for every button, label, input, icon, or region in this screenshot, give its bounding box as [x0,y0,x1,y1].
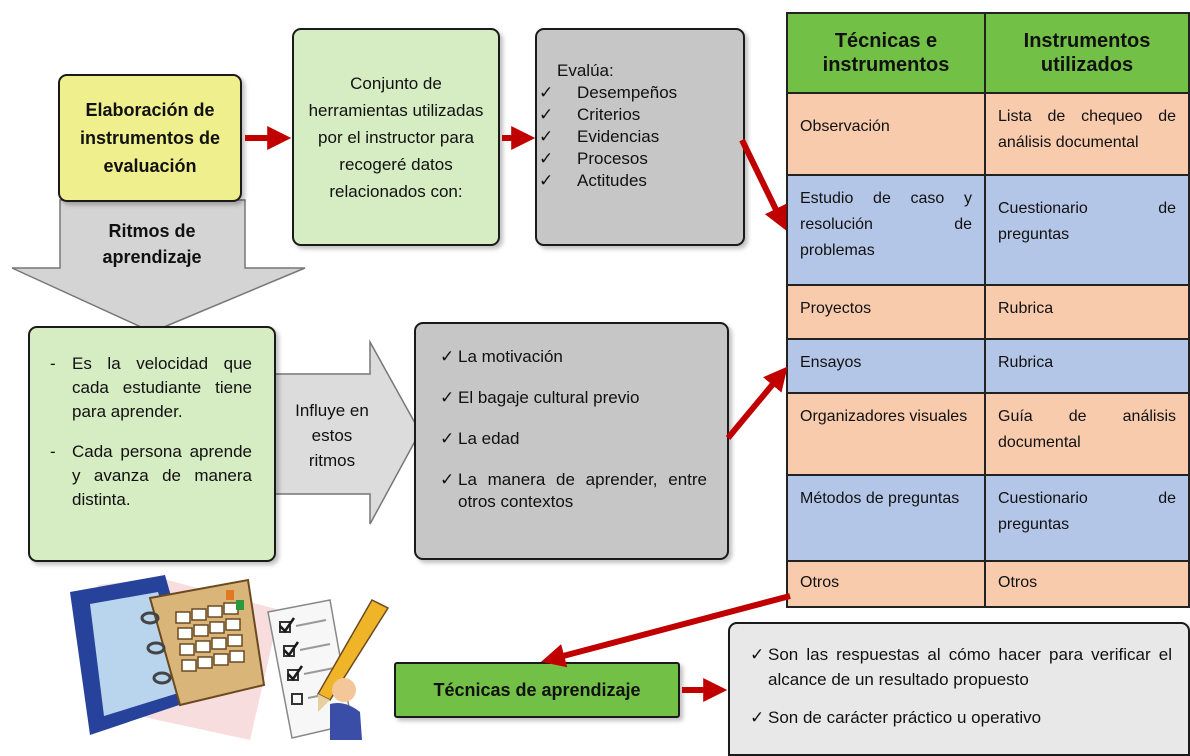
respuesta-item: ✓Son las respuestas al cómo hacer para v… [750,642,1172,692]
respuestas-box: ✓Son las respuestas al cómo hacer para v… [728,622,1190,756]
arrow-tabla-tecnicas [541,593,791,668]
tecnicas-label: Técnicas de aprendizaje [433,679,641,700]
check-icon: ✓ [750,708,765,727]
factor-item: ✓La edad [440,429,520,448]
table-cell: Ensayos [786,338,986,394]
factores-box: ✓La motivación ✓El bagaje cultural previ… [414,322,729,560]
velocidad-item: - Es la velocidad que cada estudiante ti… [50,354,252,421]
table-cell: Guía de análisis documental [984,392,1190,476]
ritmos-label: Ritmos de aprendizaje [102,221,202,267]
evalua-item: ✓Desempeños [539,83,678,102]
arrow-factores-tabla [725,366,788,440]
evalua-list: ✓Desempeños ✓Criterios ✓Evidencias ✓Proc… [539,82,743,192]
table-cell: Observación [786,92,986,176]
table-cell: Estudio de caso y resolución de problema… [786,174,986,286]
tecnicas-aprendizaje-box: Técnicas de aprendizaje [394,662,680,718]
influye-label: Influye en estos ritmos [295,401,369,470]
conjunto-text: Conjunto de herramientas utilizadas por … [308,73,484,201]
table-cell: Organizadores visuales [786,392,986,476]
factor-item: ✓El bagaje cultural previo [440,388,640,407]
table-cell: Otros [786,560,986,608]
table-cell: Otros [984,560,1190,608]
table-cell: Lista de chequeo de análisis documental [984,92,1190,176]
factor-item: ✓La manera de aprender, entre otros cont… [440,470,707,511]
check-icon: ✓ [440,470,455,489]
table-cell: Cuestionario de preguntas [984,174,1190,286]
evalua-item: ✓Criterios [539,105,641,124]
table-cell: Rubrica [984,338,1190,394]
evalua-item: ✓Actitudes [539,171,647,190]
check-icon: ✓ [539,149,554,168]
arrow-evalua-tabla [739,138,787,231]
checklist-pencil-icon [267,599,390,740]
check-icon: ✓ [440,388,455,407]
elaboracion-box: Elaboración de instrumentos de evaluació… [58,74,242,202]
elaboracion-text: Elaboración de instrumentos de evaluació… [79,100,221,176]
evalua-title: Evalúa: [557,61,614,80]
evalua-item: ✓Evidencias [539,127,660,146]
evalua-item: ✓Procesos [539,149,648,168]
check-icon: ✓ [539,83,554,102]
conjunto-box: Conjunto de herramientas utilizadas por … [292,28,500,246]
respuesta-item: ✓Son de carácter práctico u operativo [750,705,1172,730]
check-icon: ✓ [750,645,765,664]
evalua-box: Evalúa: ✓Desempeños ✓Criterios ✓Evidenci… [535,28,745,246]
table-header-cell: Instrumentos utilizados [984,12,1190,94]
binder-icon [70,575,280,740]
table-cell: Rubrica [984,284,1190,340]
check-icon: ✓ [539,127,554,146]
check-icon: ✓ [539,171,554,190]
velocidad-box: - Es la velocidad que cada estudiante ti… [28,326,276,562]
factor-item: ✓La motivación [440,347,563,366]
check-icon: ✓ [440,347,455,366]
check-icon: ✓ [440,429,455,448]
velocidad-item: - Cada persona aprende y avanza de maner… [50,442,252,509]
check-icon: ✓ [539,105,554,124]
table-cell: Métodos de preguntas [786,474,986,562]
